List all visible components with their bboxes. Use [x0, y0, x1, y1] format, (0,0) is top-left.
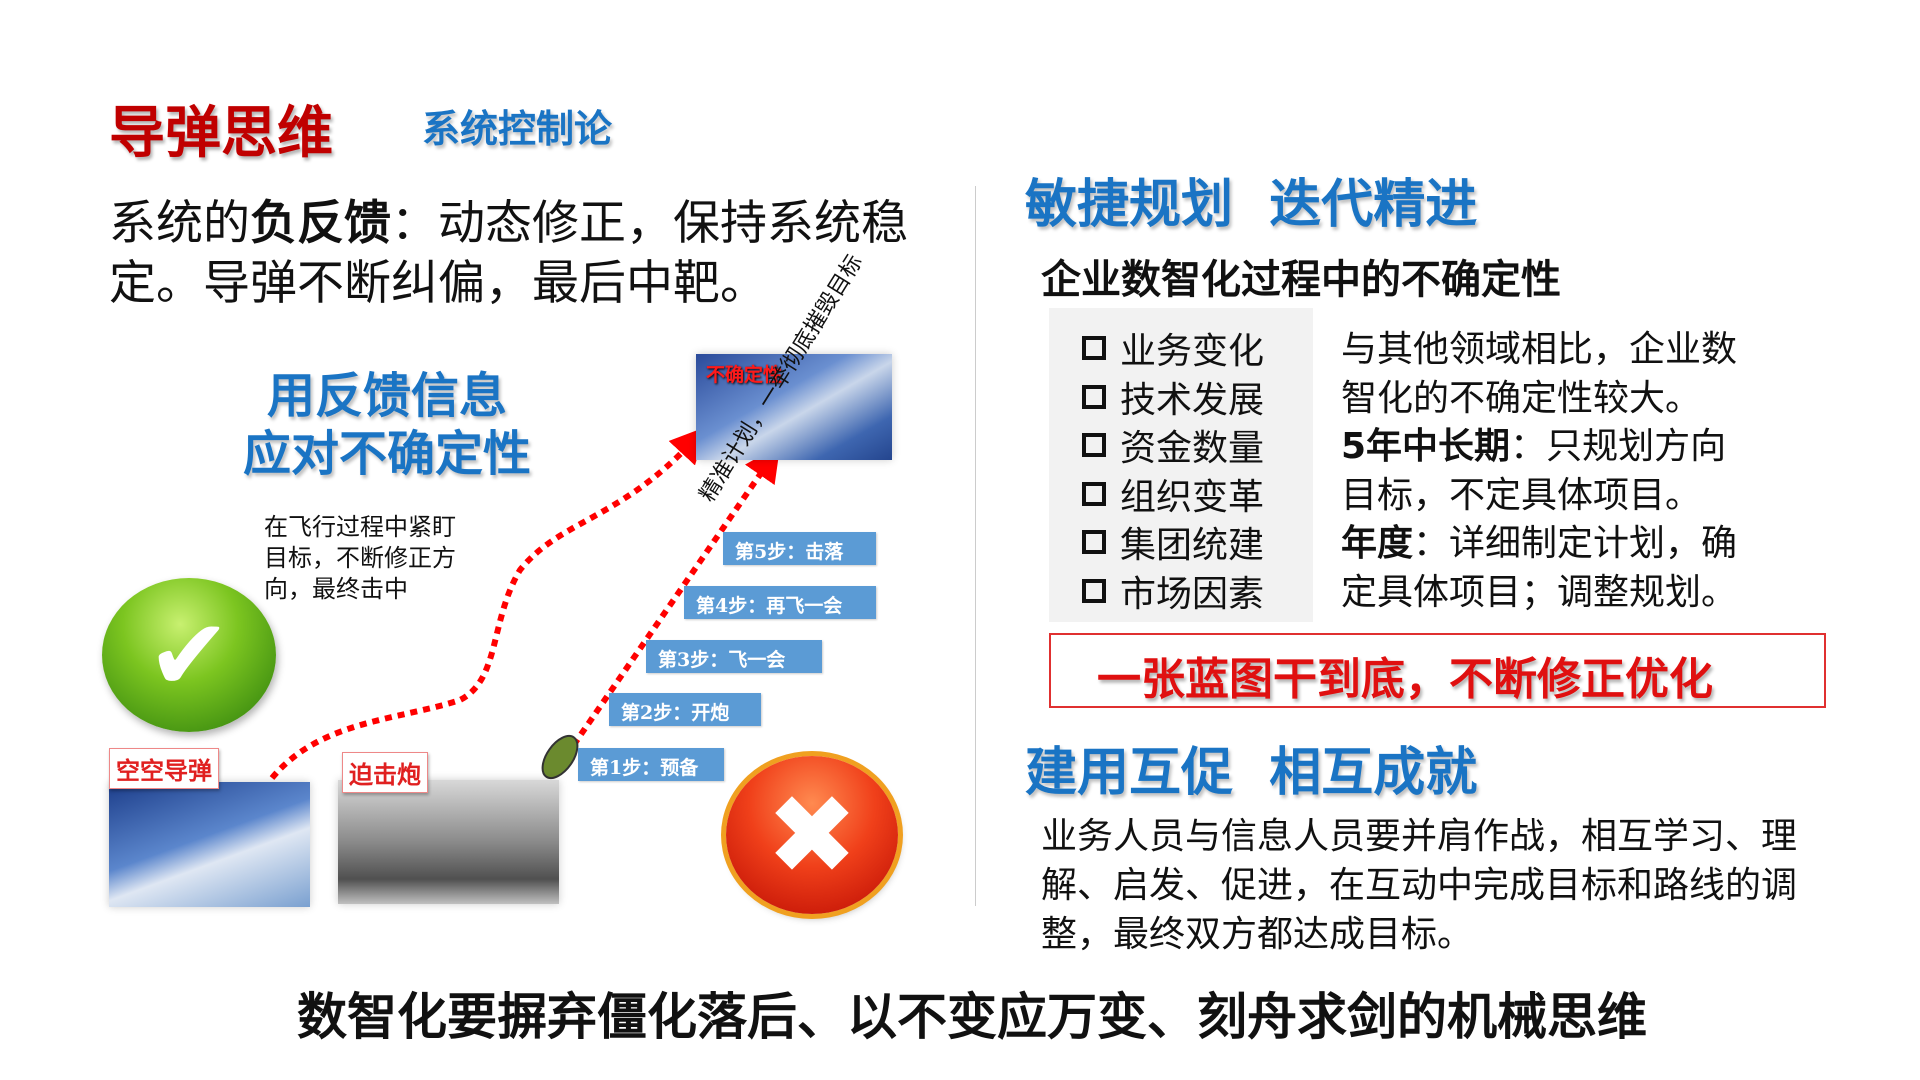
shell-icon: [541, 734, 579, 780]
list-item: 业务变化: [1082, 322, 1264, 374]
highlight-box: [1049, 633, 1826, 708]
item-label: 组织变革: [1120, 477, 1265, 518]
step-2: 第2步：开炮: [609, 693, 761, 726]
checkbox-icon: [1082, 579, 1106, 603]
mortar-label: 迫击炮: [342, 752, 428, 793]
desc-text: ：只规划方向: [1510, 426, 1727, 467]
flight-note: 在飞行过程中紧盯 目标，不断修正方 向，最终击中: [264, 512, 456, 605]
desc-line: 与其他领域相比，企业数: [1341, 329, 1738, 370]
conclusion-text: 数智化要摒弃僵化落后、以不变应万变、刻舟求剑的机械思维: [297, 988, 1647, 1046]
slide-subtitle: 系统控制论: [422, 107, 613, 151]
list-item: 市场因素: [1082, 565, 1264, 617]
mortar-soldiers-image: [338, 780, 559, 904]
feedback-heading-line1: 用反馈信息: [266, 368, 508, 424]
fighter-jet-image: [109, 782, 310, 907]
cross-icon: ✖: [726, 756, 898, 914]
checkbox-icon: [1082, 433, 1106, 457]
note-line: 在飞行过程中紧盯: [264, 513, 456, 541]
item-label: 业务变化: [1120, 331, 1265, 372]
uncertainty-label: 不确定性: [706, 364, 783, 386]
checkbox-icon: [1082, 482, 1106, 506]
note-line: 目标，不断修正方: [264, 544, 456, 572]
item-label: 资金数量: [1120, 428, 1265, 469]
desc-line: 目标，不定具体项目。: [1341, 475, 1702, 516]
desc-line: 年度：详细制定计划，确: [1341, 514, 1737, 566]
step-3: 第3步：飞一会: [646, 640, 822, 673]
desc-line: 定具体项目；调整规划。: [1341, 572, 1738, 613]
agile-planning-heading: 敏捷规划 迭代精进: [1025, 175, 1478, 235]
desc-line: 智化的不确定性较大。: [1341, 378, 1702, 419]
uncertainty-heading: 企业数智化过程中的不确定性: [1041, 257, 1561, 303]
collaboration-heading: 建用互促 相互成就: [1025, 743, 1478, 803]
factor-list-box: [1049, 308, 1313, 622]
item-label: 技术发展: [1120, 380, 1265, 421]
para-pre: 系统的: [109, 196, 250, 251]
checkbox-icon: [1082, 385, 1106, 409]
list-item: 技术发展: [1082, 371, 1264, 423]
list-item: 集团统建: [1082, 516, 1264, 568]
collaboration-paragraph: 业务人员与信息人员要并肩作战，相互学习、理解、启发、促进，在互动中完成目标和路线…: [1041, 816, 1798, 955]
step-4: 第4步：再飞一会: [684, 586, 876, 619]
slide-title: 导弹思维: [109, 101, 333, 166]
para-bold: 负反馈: [250, 196, 391, 251]
checkbox-icon: [1082, 530, 1106, 554]
desc-text: ：详细制定计划，确: [1413, 523, 1738, 564]
step-5: 第5步：击落: [723, 532, 876, 565]
para-post: ：动态修正，保持系统稳定。导弹不断纠偏，最后中靶。: [109, 196, 908, 311]
missile-trajectory: [269, 426, 707, 780]
desc-bold: 5年中长期: [1341, 426, 1511, 467]
feedback-heading-line2: 应对不确定性: [242, 426, 532, 482]
item-label: 市场因素: [1120, 574, 1265, 615]
step-1: 第1步：预备: [578, 748, 724, 781]
desc-bold: 年度: [1341, 523, 1414, 564]
mortar-trajectory: [519, 445, 781, 822]
air-to-air-missile-label: 空空导弹: [109, 748, 219, 789]
list-item: 组织变革: [1082, 468, 1264, 520]
checkbox-icon: [1082, 336, 1106, 360]
desc-line: 5年中长期：只规划方向: [1341, 417, 1726, 469]
divider: [975, 186, 976, 906]
target-plane-image: 不确定性: [696, 354, 892, 460]
check-icon: ✔: [102, 578, 276, 732]
item-label: 集团统建: [1120, 525, 1265, 566]
highlight-text: 一张蓝图干到底，不断修正优化: [1097, 654, 1713, 705]
list-item: 资金数量: [1082, 419, 1264, 471]
negative-feedback-paragraph: 系统的负反馈：动态修正，保持系统稳定。导弹不断纠偏，最后中靶。: [109, 194, 929, 314]
note-line: 向，最终击中: [264, 575, 408, 603]
